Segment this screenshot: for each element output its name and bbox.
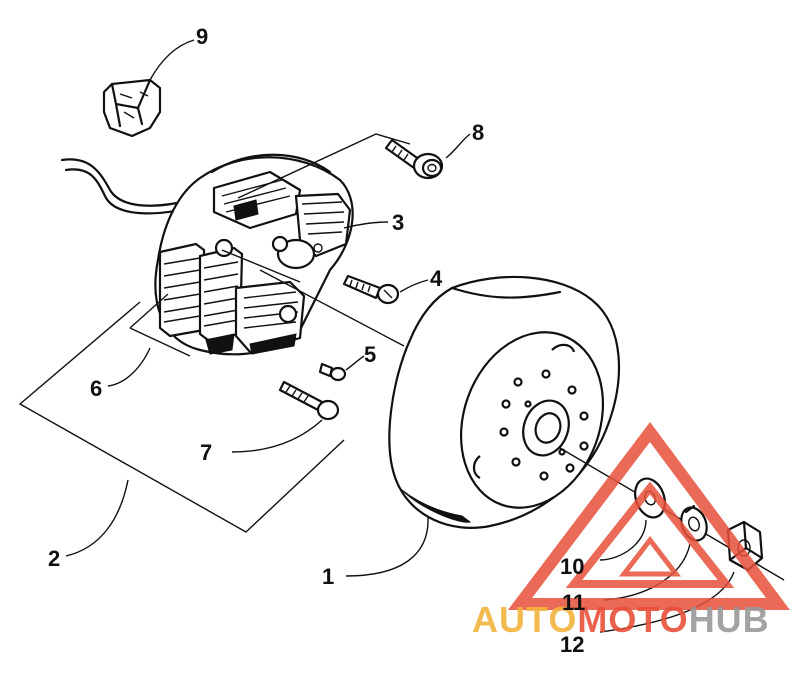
leader-2 [65, 479, 129, 557]
callout-12: 12 [560, 632, 584, 657]
leader-6 [107, 347, 151, 387]
leader-1 [345, 515, 429, 577]
leader-7 [231, 419, 323, 453]
callout-11: 11 [562, 590, 585, 615]
callout-7: 7 [200, 440, 212, 465]
leader-8 [445, 133, 471, 159]
watermark-part-a: AUTO [472, 599, 577, 640]
watermark-part-b: MOTO [577, 599, 688, 640]
part-5-screw [318, 362, 347, 382]
callout-1: 1 [322, 564, 334, 589]
part-9-grommet [102, 78, 162, 138]
callout-5: 5 [364, 342, 376, 367]
callout-3: 3 [392, 210, 404, 235]
part-8-bolt [384, 138, 444, 180]
part-10-washer [634, 477, 666, 519]
callout-2: 2 [48, 546, 60, 571]
stator-wire [60, 158, 198, 215]
part-1-flywheel [388, 275, 620, 529]
callout-4: 4 [430, 266, 443, 291]
part-4-screw [342, 274, 400, 305]
leader-5 [345, 355, 365, 371]
leader-10 [599, 519, 647, 561]
bracket-lines [18, 133, 411, 533]
watermark-triangle-outer [507, 421, 790, 610]
watermark-logo [507, 421, 790, 610]
leader-3 [343, 221, 389, 229]
callout-10: 10 [560, 554, 584, 579]
callout-6: 6 [90, 376, 102, 401]
watermark-part-c: HUB [689, 599, 770, 640]
callout-9: 9 [196, 24, 208, 49]
flywheel-holes [499, 369, 589, 481]
part-7-screw [278, 380, 340, 421]
leader-4 [399, 279, 429, 293]
watermark-triangle-core [618, 535, 682, 577]
watermark-text: AUTOMOTOHUB [472, 599, 770, 640]
watermark-triangle-inner [565, 481, 735, 588]
stator-assembly [154, 153, 354, 356]
leader-9 [149, 39, 195, 81]
callout-8: 8 [472, 120, 484, 145]
